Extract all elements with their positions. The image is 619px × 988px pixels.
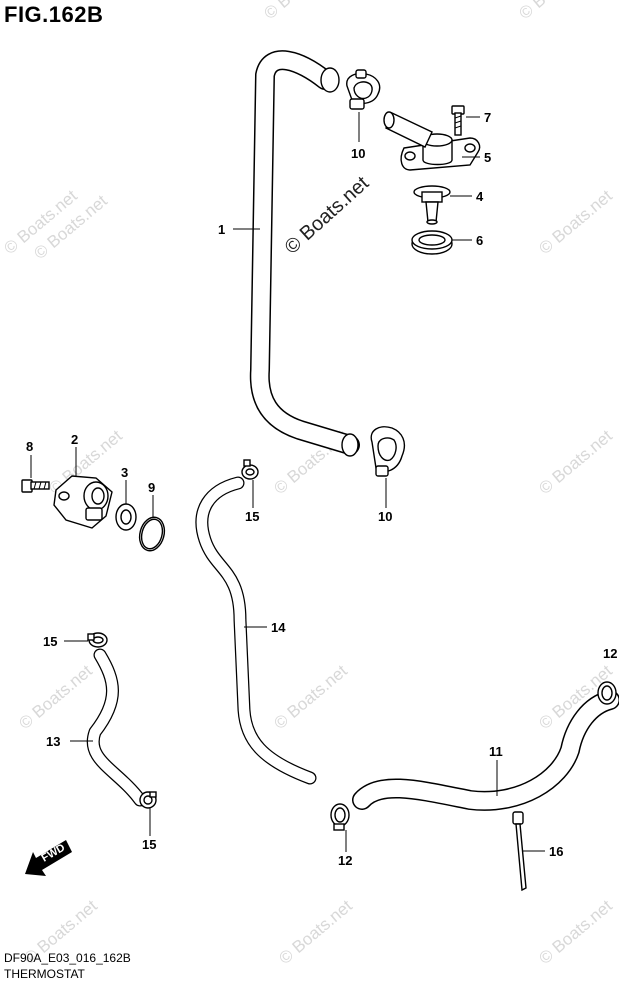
part-5-thermostat-cover (383, 111, 481, 171)
part-15-clamp-left-bottom (139, 791, 157, 809)
watermark: © Boats.net (275, 896, 356, 968)
callout-11: 11 (489, 744, 503, 759)
fwd-arrow: FWD (25, 840, 72, 876)
part-16-cable-tie (512, 811, 527, 892)
callout-12: 12 (338, 853, 352, 868)
part-12-clamp-left (330, 803, 350, 831)
part-4-thermostat (413, 185, 451, 225)
callout-1: 1 (218, 222, 225, 237)
watermark: © Boats.net (270, 661, 351, 733)
callout-labels: 1 10 7 5 4 6 8 2 3 9 10 15 14 15 13 15 1… (26, 110, 617, 868)
part-1-hose (249, 50, 360, 457)
callout-15: 15 (43, 634, 57, 649)
part-13-hose (86, 648, 147, 807)
watermark: © Boats.net (535, 426, 616, 498)
part-3-plug (115, 503, 137, 531)
callout-9: 9 (148, 480, 155, 495)
diagram-code: DF90A_E03_016_162B (4, 951, 131, 965)
watermark: © Boats.net (535, 186, 616, 258)
part-11-hose (352, 690, 619, 811)
diagram-name: THERMOSTAT (4, 967, 85, 981)
part-6-seal (411, 230, 453, 255)
callout-15: 15 (142, 837, 156, 852)
leader-lines (30, 112, 545, 852)
part-9-o-ring (138, 516, 166, 552)
callout-10: 10 (351, 146, 365, 161)
part-10-clamp-lower (370, 426, 406, 477)
part-8-bolt (21, 479, 50, 493)
callout-2: 2 (71, 432, 78, 447)
callout-10: 10 (378, 509, 392, 524)
callout-4: 4 (476, 189, 484, 204)
watermark: © Boats.net (515, 0, 596, 23)
part-10-clamp-top (346, 69, 381, 110)
part-15-clamp-left-top (87, 632, 108, 648)
watermark: © Boats.net (260, 0, 341, 23)
watermark: © Boats.net (15, 661, 96, 733)
callout-14: 14 (271, 620, 286, 635)
callout-12: 12 (603, 646, 617, 661)
part-7-bolt (451, 105, 465, 136)
callout-15: 15 (245, 509, 259, 524)
part-2-housing (53, 475, 113, 529)
part-15-clamp-top (241, 459, 259, 480)
figure-title: FIG.162B (4, 2, 104, 27)
part-12-clamp-right (597, 681, 617, 705)
callout-16: 16 (549, 844, 563, 859)
callout-7: 7 (484, 110, 491, 125)
callout-13: 13 (46, 734, 60, 749)
callout-5: 5 (484, 150, 491, 165)
watermark: © Boats.net (535, 896, 616, 968)
callout-8: 8 (26, 439, 33, 454)
callout-6: 6 (476, 233, 483, 248)
main-watermark: © Boats.net (281, 172, 374, 259)
callout-3: 3 (121, 465, 128, 480)
part-14-hose (195, 476, 317, 785)
